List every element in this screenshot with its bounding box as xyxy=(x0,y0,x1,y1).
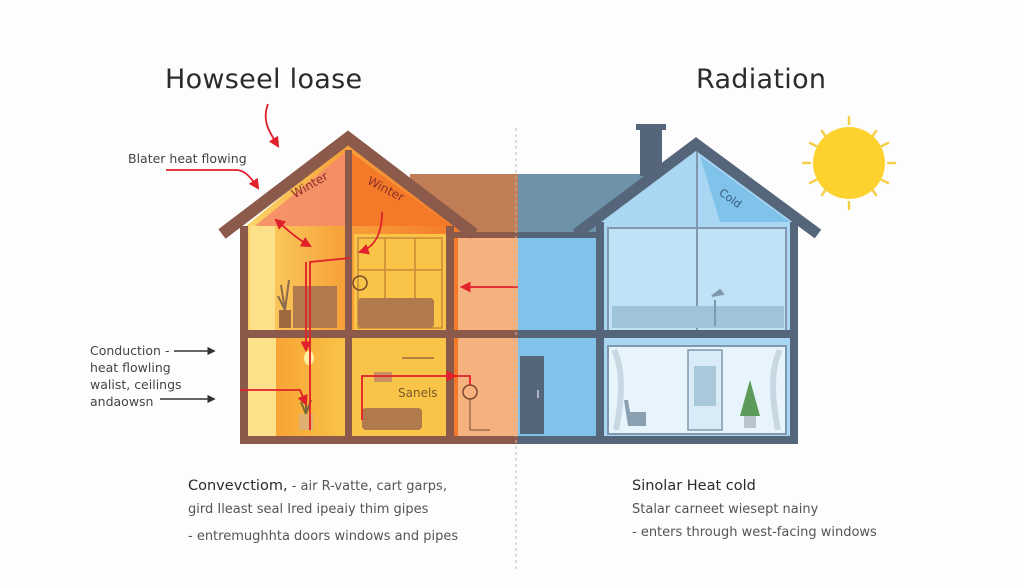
left-caption-heading: Convevctiom, xyxy=(188,478,288,494)
warm-house xyxy=(166,103,532,444)
annotation-line: Conduction - xyxy=(90,343,170,358)
cold-house xyxy=(518,124,822,444)
annotation-line: heat flowling xyxy=(90,360,171,375)
annotation-conduction: Conduction - heat flowling walist, ceili… xyxy=(90,342,182,410)
right-caption: Sinolar Heat cold Stalar carneet wiesept… xyxy=(632,475,877,544)
left-caption-heading-rest: - air R-vatte, cart garps, xyxy=(287,479,447,494)
right-caption-line3: - enters through west-facing windows xyxy=(632,525,877,540)
left-caption-line2: gird Ileast seal Ired ipeaiy thim gipes xyxy=(188,502,429,517)
room-label-sanels: Sanels xyxy=(398,386,438,400)
right-caption-heading: Sinolar Heat cold xyxy=(632,478,756,494)
left-title: Howseel loase xyxy=(165,64,363,95)
right-title: Radiation xyxy=(696,64,827,95)
left-caption-line3: - entremughhta doors windows and pipes xyxy=(188,529,459,544)
right-caption-line2: Stalar carneet wiesept nainy xyxy=(632,502,819,517)
annotation-line: andaowsn xyxy=(90,394,154,409)
left-caption: Convevctiom, - air R-vatte, cart garps, … xyxy=(188,475,458,548)
sun-icon xyxy=(801,115,897,211)
annotation-heat-flowing: Blater heat flowing xyxy=(128,151,247,166)
annotation-line: walist, ceilings xyxy=(90,377,182,392)
